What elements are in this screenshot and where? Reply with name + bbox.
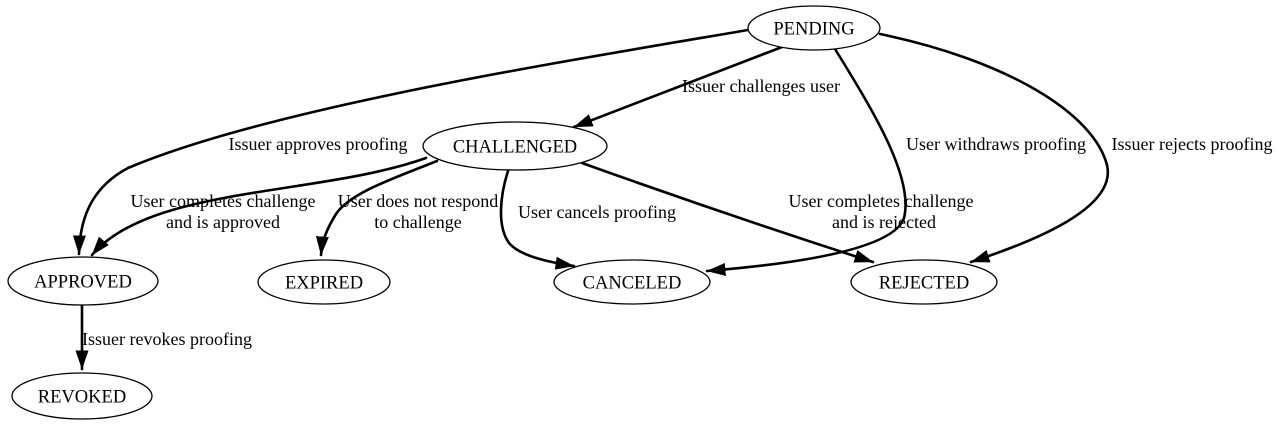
state-node-expired-label: EXPIRED: [285, 274, 363, 294]
state-node-canceled-label: CANCELED: [583, 274, 682, 294]
state-node-revoked-shape: [11, 372, 153, 420]
edge-pending-to-canceled: [705, 47, 907, 276]
edge-label-user-does-not-respond-line1: User does not respond: [338, 191, 498, 211]
edge-challenged-to-expired: [315, 159, 439, 257]
state-node-challenged-label: CHALLENGED: [453, 138, 577, 158]
state-node-approved-shape: [7, 256, 159, 306]
edge-challenged-to-rejected: [580, 161, 875, 264]
state-node-rejected: REJECTED: [850, 259, 998, 305]
state-node-pending-label: PENDING: [773, 20, 854, 40]
state-node-challenged: CHALLENGED: [422, 121, 608, 171]
edge-pending-to-challenged: [572, 45, 784, 129]
edge-label-user-completes-challenge-rejected-line2: and is rejected: [832, 212, 936, 232]
state-node-expired-shape: [257, 259, 391, 305]
edge-label-user-completes-challenge-rejected-line1: User completes challenge: [789, 191, 974, 211]
edge-label-user-does-not-respond-line2: to challenge: [374, 212, 461, 232]
state-node-challenged-shape: [422, 121, 608, 171]
state-node-pending: PENDING: [747, 5, 881, 51]
state-node-pending-shape: [747, 5, 881, 51]
state-node-approved: APPROVED: [7, 256, 159, 306]
edge-label-issuer-challenges-user: Issuer challenges user: [682, 76, 840, 96]
state-node-expired: EXPIRED: [257, 259, 391, 305]
edge-label-user-completes-challenge-approved-line1: User completes challenge: [131, 191, 316, 211]
edge-pending-to-approved: [72, 28, 750, 256]
state-node-revoked: REVOKED: [11, 372, 153, 420]
state-node-rejected-shape: [850, 259, 998, 305]
edge-label-issuer-approves-proofing: Issuer approves proofing: [229, 134, 408, 154]
edge-label-user-cancels-proofing: User cancels proofing: [518, 202, 676, 222]
edge-pending-to-rejected: [878, 32, 1110, 264]
state-node-rejected-label: REJECTED: [879, 274, 969, 294]
edge-challenged-to-approved: [90, 156, 428, 257]
edge-challenged-to-canceled: [499, 169, 576, 270]
edge-label-issuer-rejects-proofing: Issuer rejects proofing: [1112, 134, 1273, 154]
edge-label-issuer-revokes-proofing: Issuer revokes proofing: [82, 329, 252, 349]
edge-label-user-completes-challenge-approved-line2: and is approved: [166, 212, 280, 232]
edge-label-user-withdraws-proofing: User withdraws proofing: [906, 134, 1086, 154]
state-node-canceled: CANCELED: [553, 259, 711, 305]
state-node-revoked-label: REVOKED: [38, 388, 126, 408]
state-node-canceled-shape: [553, 259, 711, 305]
state-node-approved-label: APPROVED: [34, 273, 132, 293]
